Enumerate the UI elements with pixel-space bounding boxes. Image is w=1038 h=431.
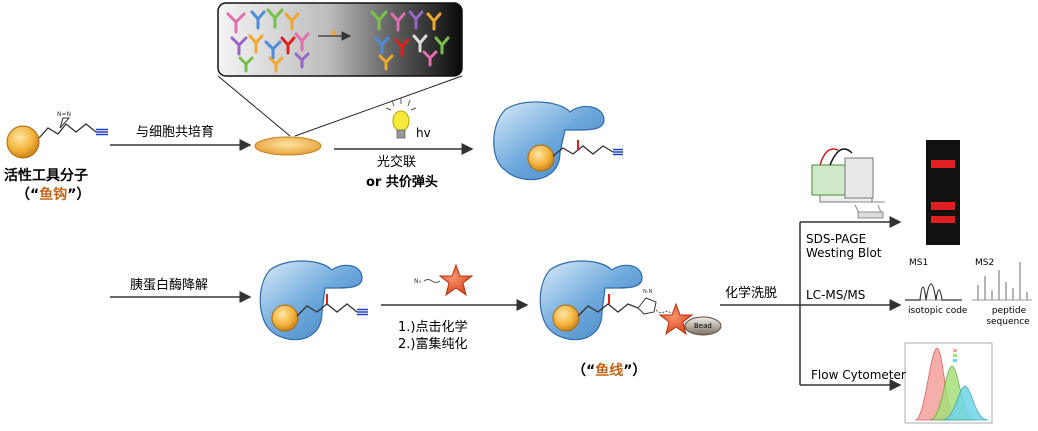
step4-label-2: 2.)富集纯化: [398, 337, 468, 352]
ms1-label: MS1: [909, 258, 929, 268]
ms2-label: MS2: [975, 258, 995, 268]
elution-branches: [720, 216, 902, 391]
elution-label: 化学洗脱: [725, 286, 778, 301]
svg-text:N₃: N₃: [414, 278, 421, 285]
probe-molecule: N=N: [6, 111, 108, 159]
product-alias-text: 鱼线: [595, 363, 624, 379]
probe-alias-close: ”）: [67, 187, 91, 203]
peptide-label-1: peptide: [991, 306, 1027, 316]
western-blot-lane: [926, 140, 960, 245]
bead-label: Bead: [694, 322, 712, 330]
antibody-icons-left: [226, 8, 310, 73]
step2-label: 光交联: [377, 155, 417, 170]
product-alias-close: ”）: [623, 363, 647, 379]
probe-name: 活性工具分子: [4, 168, 88, 184]
flow-label: Flow Cytometer: [811, 368, 906, 382]
ms-spectra: [905, 262, 1032, 301]
cell-icon: [254, 136, 322, 156]
probe-alias-text: 鱼钩: [39, 187, 68, 203]
probe-alias: （“鱼钩”）: [16, 188, 90, 203]
step3-label: 胰蛋白酶降解: [130, 278, 209, 293]
gel-apparatus-icon: [811, 148, 885, 219]
cell-zoom-panel: [217, 2, 463, 137]
protein-bead-product: N-N: [539, 260, 722, 341]
labeled-protein-top: [493, 101, 623, 181]
labeled-protein-digest: [259, 260, 368, 341]
svg-text:N=N: N=N: [57, 111, 71, 118]
sds-page-label: SDS-PAGE: [806, 232, 867, 246]
azide-star-reagent: N₃: [414, 263, 474, 297]
light-label: hv: [416, 126, 431, 140]
step4-label-1: 1.)点击化学: [398, 320, 468, 335]
product-alias: （“鱼线”）: [572, 364, 646, 379]
svg-text:N-N: N-N: [643, 289, 653, 295]
light-bulb-icon: [385, 98, 417, 139]
step1-label: 与细胞共培育: [136, 125, 215, 140]
panel-arrow: [318, 30, 352, 41]
antibody-icons-right: [370, 10, 450, 71]
product-alias-open: （“: [572, 363, 596, 379]
probe-alias-open: （“: [16, 187, 40, 203]
flow-histogram: [904, 342, 993, 424]
lcms-label: LC-MS/MS: [806, 288, 866, 302]
step2-alt-label: or 共价弹头: [366, 175, 438, 190]
isotopic-code-label: isotopic code: [908, 306, 968, 316]
peptide-label-2: sequence: [986, 317, 1030, 327]
western-blot-label: Westing Blot: [806, 246, 882, 260]
